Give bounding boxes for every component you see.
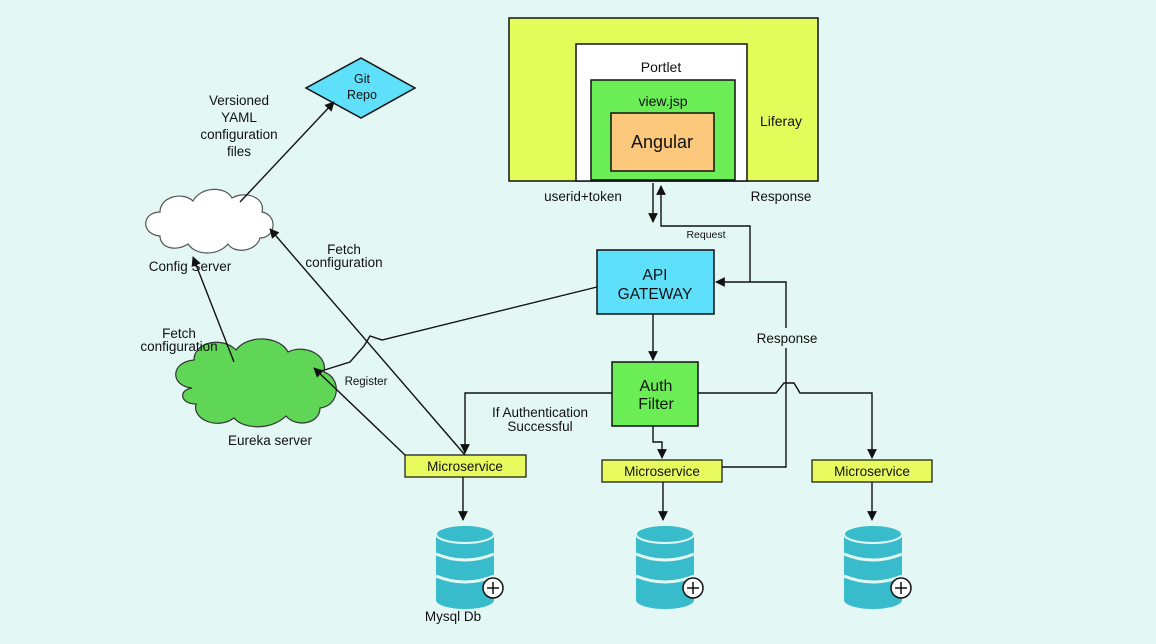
response-mid-label: Response xyxy=(757,331,818,346)
eureka-server-label: Eureka server xyxy=(228,433,313,448)
svg-text:Versioned: Versioned xyxy=(209,93,269,108)
register-label: Register xyxy=(345,376,388,388)
auth-filter-label-line1: Auth xyxy=(640,378,673,395)
arrow-ms-response-to-gateway xyxy=(715,277,787,468)
fetch-config-right-line2: configuration xyxy=(305,255,382,270)
database-middle-icon xyxy=(635,524,704,609)
fetch-config-left-line1: Fetch xyxy=(162,326,196,341)
config-server-label: Config Server xyxy=(149,259,232,274)
auth-filter-box: Auth Filter xyxy=(611,361,699,427)
arrow-auth-to-ms-middle xyxy=(652,426,667,459)
microservice-middle-label: Microservice xyxy=(624,464,700,479)
api-gateway-label-line2: GATEWAY xyxy=(618,286,693,303)
auth-success-line2: Successful xyxy=(507,419,572,434)
microservice-left-label: Microservice xyxy=(427,459,503,474)
microservice-middle-box: Microservice xyxy=(601,459,723,483)
portlet-label: Portlet xyxy=(641,59,682,75)
request-label: Request xyxy=(686,229,725,241)
svg-text:files: files xyxy=(227,144,251,159)
arrow-microservice-to-config xyxy=(269,228,466,456)
svg-text:configuration: configuration xyxy=(200,127,277,142)
microservice-right-label: Microservice xyxy=(834,464,910,479)
svg-text:YAML: YAML xyxy=(221,110,257,125)
arrow-auth-to-ms-left xyxy=(460,392,612,454)
view-jsp-label: view.jsp xyxy=(638,93,687,109)
mysql-db-label: Mysql Db xyxy=(425,609,481,624)
arrow-eureka-to-config xyxy=(191,256,235,363)
userid-token-label: userid+token xyxy=(544,189,622,204)
fetch-config-left-line2: configuration xyxy=(140,339,217,354)
config-server-cloud xyxy=(145,188,274,254)
auth-filter-label-line2: Filter xyxy=(638,396,674,413)
arrow-microservice-register xyxy=(313,367,406,456)
auth-success-line1: If Authentication xyxy=(492,405,588,420)
arrow-auth-to-ms-right xyxy=(698,382,877,459)
line-gateway-to-eureka xyxy=(317,286,598,373)
microservice-right-box: Microservice xyxy=(811,459,933,483)
versioned-files-label: Versioned YAML configuration files xyxy=(200,93,277,159)
connectors xyxy=(191,101,877,521)
git-repo-label-line2: Repo xyxy=(347,88,377,102)
liferay-label: Liferay xyxy=(760,113,802,129)
git-repo-diamond: Git Repo xyxy=(304,57,417,119)
microservice-left-box: Microservice xyxy=(404,454,527,478)
arrow-response-up xyxy=(656,185,751,282)
arrow-config-to-git xyxy=(239,101,335,203)
fetch-config-right-line1: Fetch xyxy=(327,242,361,257)
response-top-label: Response xyxy=(751,189,812,204)
api-gateway-box: API GATEWAY xyxy=(596,249,715,315)
eureka-server-cloud xyxy=(175,338,337,428)
api-gateway-label-line1: API xyxy=(643,267,668,284)
database-right-icon xyxy=(843,524,912,609)
angular-box: Angular xyxy=(610,112,715,172)
angular-label: Angular xyxy=(631,132,693,152)
database-left-icon xyxy=(435,524,504,609)
git-repo-label-line1: Git xyxy=(354,72,371,86)
